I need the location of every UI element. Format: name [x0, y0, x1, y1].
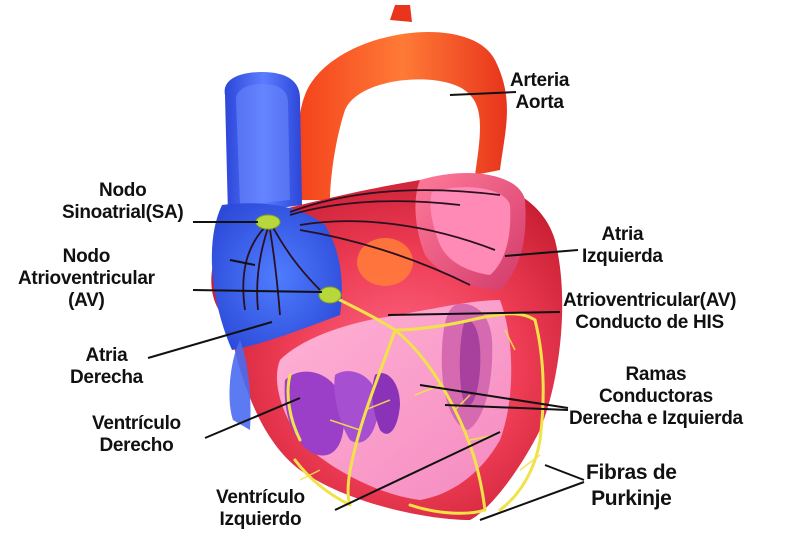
sa-node — [256, 215, 280, 229]
av-node — [319, 287, 341, 303]
label-his-bundle: Atrioventricular(AV)Conducto de HIS — [563, 290, 736, 334]
aorta — [298, 5, 507, 200]
aorta-arch-gap — [367, 105, 443, 165]
